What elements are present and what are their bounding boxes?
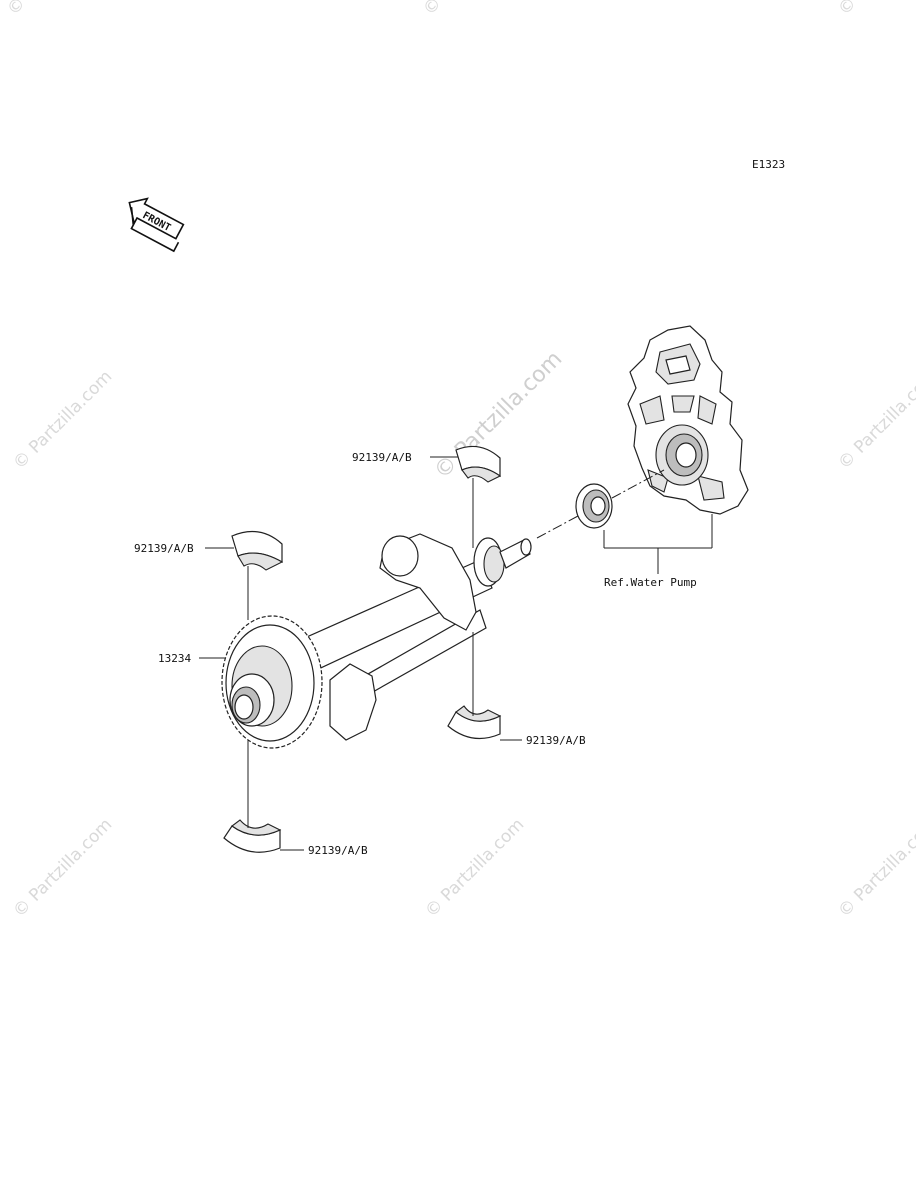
bearing-shell-left-upper xyxy=(231,530,284,571)
watermark: © Partzilla.com xyxy=(9,367,116,474)
watermark: © Partzilla.com xyxy=(834,367,916,474)
label-bearing-top: 92139/A/B xyxy=(352,451,412,464)
label-bearing-left-upper: 92139/A/B xyxy=(134,542,194,555)
diagram-code: E1323 xyxy=(752,158,785,171)
balancer-shaft xyxy=(299,533,532,741)
watermark: © Partzilla.com xyxy=(834,815,916,922)
label-gear: 13234 xyxy=(158,652,191,665)
water-pump-ref-label: Ref.Water Pump xyxy=(604,576,697,589)
balancer-gear xyxy=(221,615,323,749)
label-bearing-bottom: 92139/A/B xyxy=(308,844,368,857)
water-pump-cover xyxy=(627,325,749,515)
bearing-shell-top xyxy=(455,445,502,483)
bearing-shell-right-lower xyxy=(447,705,502,740)
label-bearing-right-lower: 92139/A/B xyxy=(526,734,586,747)
watermark: © Partzilla.com xyxy=(419,0,526,20)
oil-seal xyxy=(575,483,613,529)
leader-lines xyxy=(199,456,522,851)
bearing-shell-bottom xyxy=(223,819,282,853)
front-arrow-icon: FRONT xyxy=(128,197,185,253)
water-pump-leader xyxy=(603,514,713,574)
watermark: © Partzilla.com xyxy=(3,0,110,20)
watermark: © Partzilla.com xyxy=(834,0,916,20)
watermark: © Partzilla.com xyxy=(421,815,528,922)
watermark: © Partzilla.com xyxy=(9,815,116,922)
